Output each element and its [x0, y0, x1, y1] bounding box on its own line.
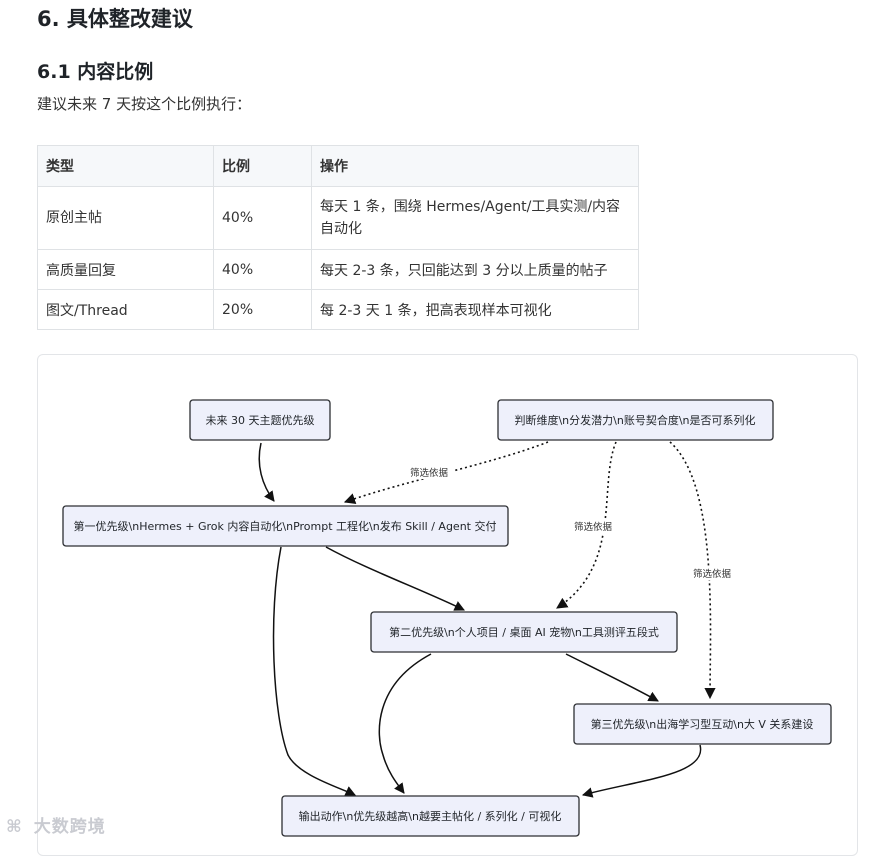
svg-text:第二优先级\n个人项目 / 桌面 AI 宠物\n工具测评五段: 第二优先级\n个人项目 / 桌面 AI 宠物\n工具测评五段式: [389, 625, 659, 639]
watermark-logo-icon: ⌘: [6, 817, 23, 837]
svg-text:未来 30 天主题优先级: 未来 30 天主题优先级: [206, 414, 315, 427]
cell-ratio: 20%: [213, 289, 312, 330]
svg-text:第三优先级\n出海学习型互动\n大 V 关系建设: 第三优先级\n出海学习型互动\n大 V 关系建设: [591, 717, 814, 731]
edge-label-to-p2: 筛选依据: [569, 519, 617, 533]
edge-label-to-p3: 筛选依据: [688, 566, 736, 580]
cell-type: 原创主帖: [37, 186, 214, 250]
intro-text: 建议未来 7 天按这个比例执行：: [37, 95, 252, 113]
header-type: 类型: [37, 145, 214, 187]
edge-label-to-p1: 筛选依据: [405, 465, 453, 479]
edge-p1-output: [272, 546, 356, 796]
edge-p3-output: [581, 744, 702, 798]
svg-text:筛选依据: 筛选依据: [693, 568, 732, 580]
edge-p2-p3: [565, 653, 659, 702]
cell-action: 每天 2-3 条，只回能达到 3 分以上质量的帖子: [311, 249, 639, 290]
header-action: 操作: [311, 145, 639, 187]
svg-text:判断维度\n分发潜力\n账号契合度\n是否可系列化: 判断维度\n分发潜力\n账号契合度\n是否可系列化: [514, 413, 755, 427]
header-ratio: 比例: [213, 145, 312, 187]
svg-text:输出动作\n优先级越高\n越要主帖化 / 系列化 / 可视化: 输出动作\n优先级越高\n越要主帖化 / 系列化 / 可视化: [299, 809, 562, 823]
node-p1: 第一优先级\nHermes + Grok 内容自动化\nPrompt 工程化\n…: [62, 505, 509, 547]
svg-text:第一优先级\nHermes + Grok 内容自动化\nPr: 第一优先级\nHermes + Grok 内容自动化\nPrompt 工程化\n…: [74, 519, 497, 533]
subsection-title: 6.1 内容比例: [37, 61, 154, 83]
table-row: 原创主帖 40% 每天 1 条，围绕 Hermes/Agent/工具实测/内容自…: [37, 186, 639, 250]
node-p2: 第二优先级\n个人项目 / 桌面 AI 宠物\n工具测评五段式: [370, 611, 678, 653]
flowchart-svg: 筛选依据 筛选依据 筛选依据 未来 30 天主题优先级 判断维度\n分发潜力\n…: [62, 399, 832, 837]
svg-text:筛选依据: 筛选依据: [410, 467, 449, 479]
cell-ratio: 40%: [213, 249, 312, 290]
table-row: 高质量回复 40% 每天 2-3 条，只回能达到 3 分以上质量的帖子: [37, 249, 639, 290]
svg-text:筛选依据: 筛选依据: [574, 521, 613, 533]
section-title: 6. 具体整改建议: [37, 7, 193, 31]
edge-criteria-p1: [343, 441, 549, 504]
cell-action: 每天 1 条，围绕 Hermes/Agent/工具实测/内容自动化: [311, 186, 639, 250]
edge-topic-p1: [258, 442, 275, 502]
cell-action: 每 2-3 天 1 条，把高表现样本可视化: [311, 289, 639, 330]
watermark: ⌘ 大数跨境: [6, 812, 106, 837]
node-criteria: 判断维度\n分发潜力\n账号契合度\n是否可系列化: [497, 399, 774, 441]
table-header-row: 类型 比例 操作: [37, 145, 639, 187]
edge-p1-p2: [325, 546, 465, 611]
edge-p2-output: [378, 653, 432, 794]
priority-flow-diagram: 筛选依据 筛选依据 筛选依据 未来 30 天主题优先级 判断维度\n分发潜力\n…: [37, 354, 858, 856]
watermark-text: 大数跨境: [33, 817, 106, 837]
edge-criteria-p2: [556, 441, 617, 609]
table-row: 图文/Thread 20% 每 2-3 天 1 条，把高表现样本可视化: [37, 289, 639, 330]
cell-type: 图文/Thread: [37, 289, 214, 330]
node-output: 输出动作\n优先级越高\n越要主帖化 / 系列化 / 可视化: [281, 795, 580, 837]
node-topic: 未来 30 天主题优先级: [189, 399, 331, 441]
content-ratio-table: 类型 比例 操作 原创主帖 40% 每天 1 条，围绕 Hermes/Agent…: [37, 145, 639, 330]
cell-type: 高质量回复: [37, 249, 214, 290]
edge-criteria-p3: [669, 441, 716, 700]
cell-ratio: 40%: [213, 186, 312, 250]
node-p3: 第三优先级\n出海学习型互动\n大 V 关系建设: [573, 703, 832, 745]
